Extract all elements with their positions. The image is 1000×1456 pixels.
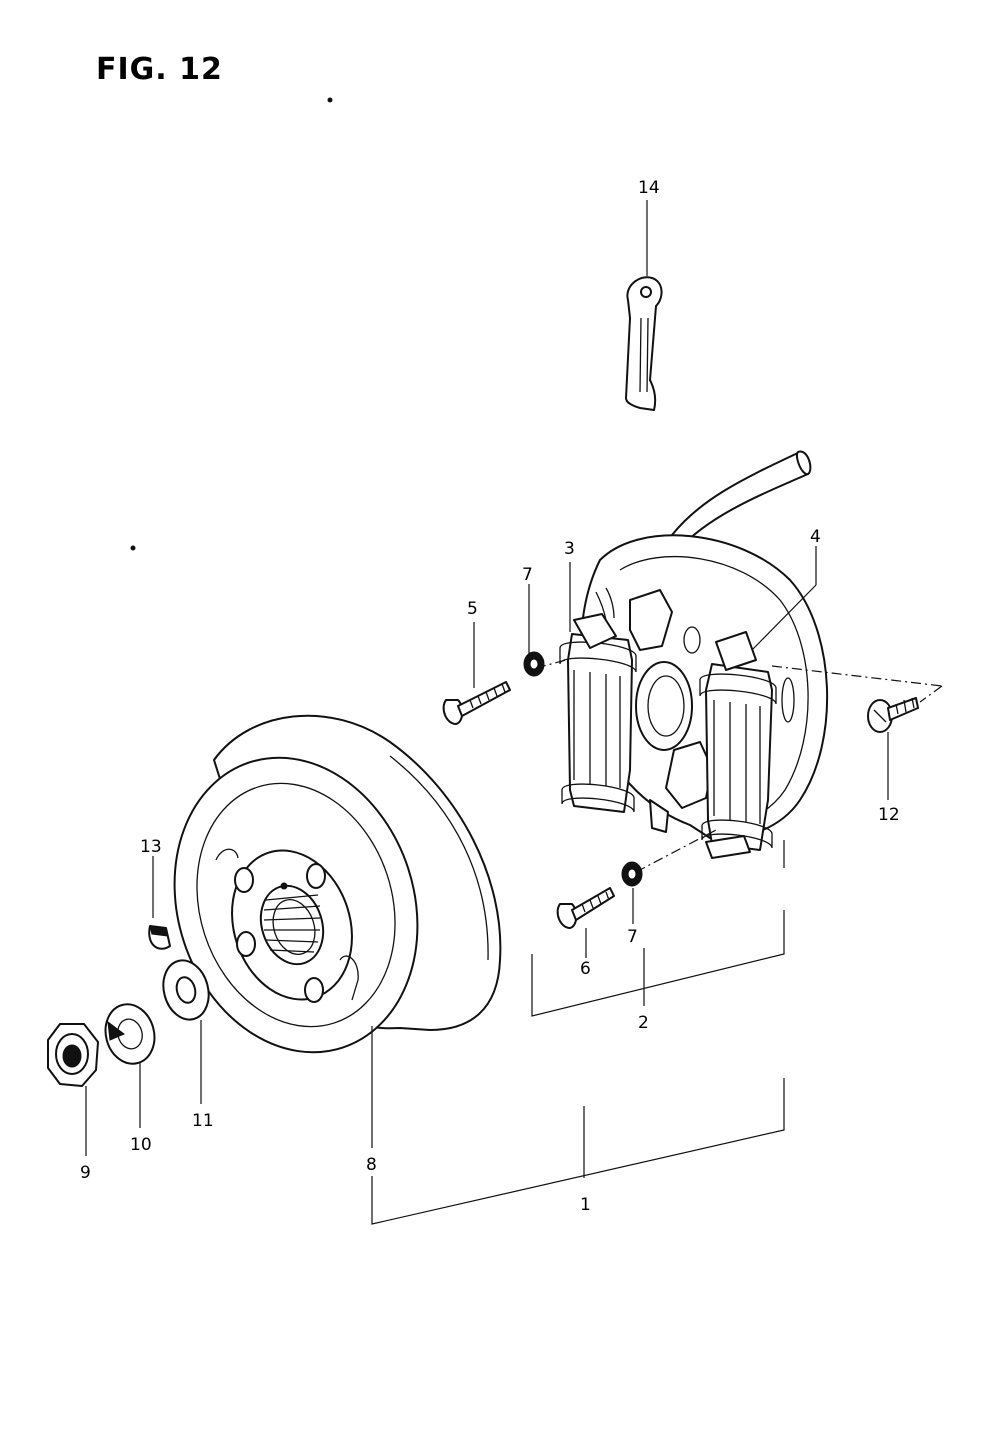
callout-13: 13	[140, 837, 162, 857]
callout-7-upper: 7	[522, 565, 533, 585]
washer-part-7-lower	[621, 861, 643, 887]
lock-washer-part-10	[104, 1003, 156, 1065]
callout-7-lower: 7	[627, 927, 638, 947]
callout-12: 12	[878, 805, 900, 825]
callout-6: 6	[580, 959, 591, 979]
figure-title: FIG. 12	[96, 52, 223, 87]
callout-4: 4	[810, 527, 821, 547]
callout-8: 8	[366, 1155, 377, 1175]
callout-14: 14	[638, 178, 660, 198]
screw-part-12	[867, 697, 919, 733]
callout-10: 10	[130, 1135, 152, 1155]
callout-2: 2	[638, 1013, 649, 1033]
stator-plate	[559, 450, 829, 859]
flywheel-rotor	[173, 714, 502, 1054]
callout-5: 5	[467, 599, 478, 619]
screw-part-6	[556, 887, 615, 929]
callout-1: 1	[580, 1195, 591, 1215]
woodruff-key-part-13	[148, 925, 171, 950]
callout-9: 9	[80, 1163, 91, 1183]
washer-part-7-upper	[523, 651, 545, 677]
screw-part-5	[442, 681, 511, 725]
callout-3: 3	[564, 539, 575, 559]
nut-part-9	[47, 1023, 99, 1087]
washer-part-11	[162, 959, 210, 1021]
clamp-part	[625, 276, 663, 411]
callout-11: 11	[192, 1111, 214, 1131]
